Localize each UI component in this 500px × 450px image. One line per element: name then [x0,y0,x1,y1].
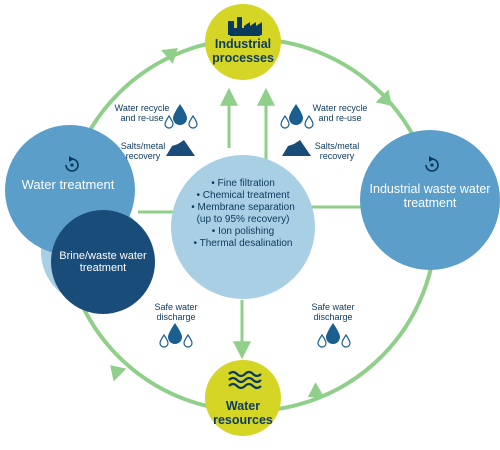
recycle-icon-industrial-waste [425,156,439,172]
water-recycle-right-label: Water recycle and re-use [312,103,368,124]
method-chemical-treatment: • Chemical treatment [196,190,290,201]
safe-discharge-left-label: Safe water discharge [154,302,198,323]
brine-treatment-label: Brine/waste water treatment [59,250,147,275]
safe-discharge-right-label: Safe water discharge [311,302,355,323]
method-ion-polishing: • Ion polishing [211,226,275,237]
center-process-circle [171,155,315,299]
industrial-processes-label: Industrial processes [212,37,274,65]
salt-pile-icon-left [166,140,195,156]
ring-arrow-lower-left [110,365,127,382]
method-fine-filtration: • Fine filtration [211,178,275,189]
waves-icon [228,370,262,390]
ring-arrow-upper-right [375,89,392,106]
method-membrane-recovery: (up to 95% recovery) [196,214,290,225]
factory-icon [228,17,262,36]
water-drops-icon-discharge-right [317,323,351,348]
recycle-icon-water-treatment [65,156,79,172]
brine-treatment-circle [51,210,155,314]
water-recycle-left-label: Water recycle and re-use [114,103,170,124]
ring-arrow-upper-left [161,48,178,64]
water-resources-label: Water resources [213,399,273,427]
ring-arrows [110,48,392,398]
method-thermal-desalination: • Thermal desalination [193,238,293,249]
treatment-methods-list: • Fine filtration • Chemical treatment •… [184,178,302,250]
water-drops-icon-discharge-left [159,323,193,348]
salt-pile-icon-right [282,140,311,156]
water-drops-icon-recycle-left [164,104,198,129]
salts-recovery-left-label: Salts/metal recovery [120,141,166,162]
salts-recovery-right-label: Salts/metal recovery [314,141,360,162]
industrial-waste-circle [360,130,500,270]
water-treatment-label: Water treatment [21,177,115,192]
water-drops-icon-recycle-right [280,104,314,129]
industrial-waste-label: Industrial waste water treatment [369,182,491,210]
method-membrane-separation: • Membrane separation [191,202,295,213]
ring-arrow-lower-right [307,382,325,398]
water-resources-circle [205,360,281,436]
